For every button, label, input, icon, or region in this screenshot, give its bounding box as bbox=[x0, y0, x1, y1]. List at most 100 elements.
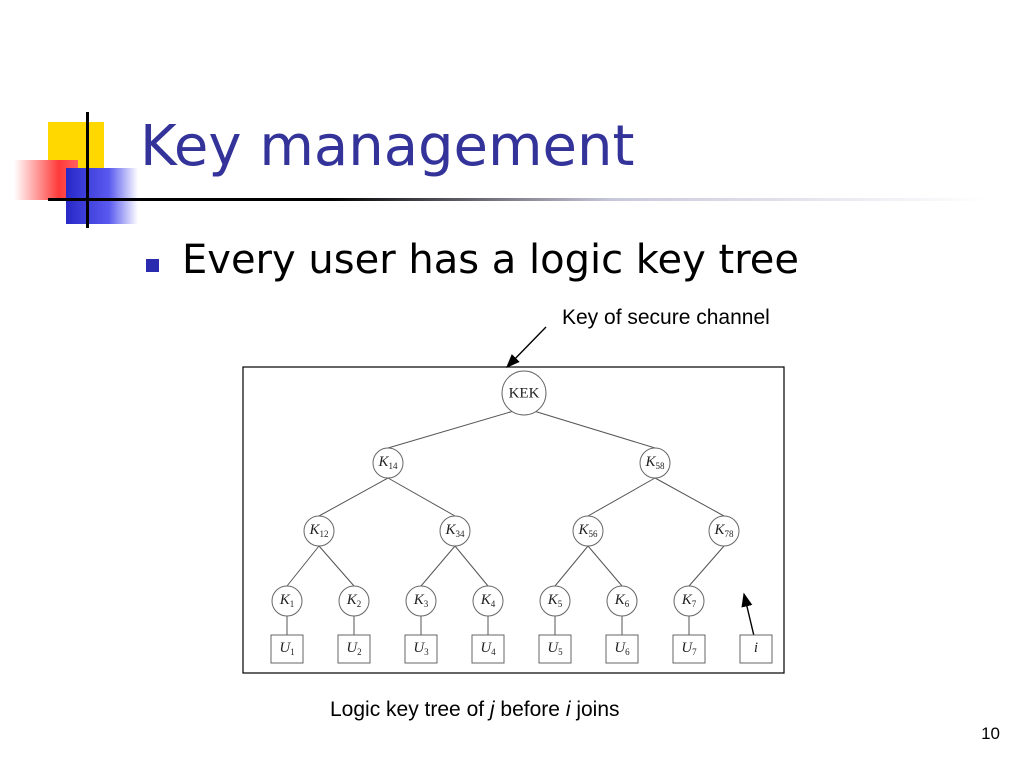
node-k7: K7 bbox=[673, 585, 705, 617]
user-u6-base: U bbox=[614, 640, 626, 656]
decor-vertical-line bbox=[86, 112, 89, 228]
user-u2-base: U bbox=[346, 640, 358, 656]
node-k4-base: K bbox=[480, 592, 492, 608]
user-i-label: i bbox=[754, 640, 758, 656]
node-k2-sub: 2 bbox=[357, 599, 362, 609]
node-k6-base: K bbox=[614, 592, 626, 608]
node-k1-circle bbox=[271, 585, 303, 617]
user-u6: U6 bbox=[605, 634, 639, 664]
bullet-square-icon bbox=[146, 259, 159, 272]
user-u7: U7 bbox=[672, 634, 706, 664]
node-k2-base: K bbox=[346, 592, 358, 608]
node-k56-sub: 56 bbox=[589, 529, 599, 539]
user-u1-base: U bbox=[279, 640, 291, 656]
node-k34: K34 bbox=[439, 515, 471, 547]
node-k5: K5 bbox=[539, 585, 571, 617]
node-k58-circle bbox=[639, 447, 671, 479]
node-k3: K3 bbox=[405, 585, 437, 617]
caption-i: i bbox=[565, 698, 571, 721]
node-k7-circle bbox=[673, 585, 705, 617]
user-u2-label: U2 bbox=[346, 640, 361, 657]
user-i-box bbox=[739, 634, 773, 664]
node-k12-base: K bbox=[308, 522, 320, 538]
node-k34-sub: 34 bbox=[456, 529, 466, 539]
edge-l2-l3-4 bbox=[554, 545, 589, 587]
user-u6-sub: 6 bbox=[625, 647, 630, 657]
node-k7-sub: 7 bbox=[692, 599, 697, 609]
node-k34-circle bbox=[439, 515, 471, 547]
edge-l2-l3-2 bbox=[420, 545, 456, 587]
node-k5-label: K5 bbox=[547, 592, 563, 609]
node-kek-circle bbox=[501, 370, 547, 416]
node-kek-label: KEK bbox=[509, 385, 540, 401]
node-k7-base: K bbox=[681, 592, 693, 608]
node-k3-label: K3 bbox=[413, 592, 429, 609]
slide-title: Key management bbox=[140, 114, 635, 179]
bullet-text: Every user has a logic key tree bbox=[182, 237, 799, 283]
node-k58-label: K58 bbox=[644, 454, 665, 471]
node-k7-label: K7 bbox=[681, 592, 697, 609]
node-k56-base: K bbox=[577, 522, 589, 538]
caption-part2: before bbox=[494, 698, 566, 721]
user-u6-box bbox=[605, 634, 639, 664]
user-u5-box bbox=[538, 634, 572, 664]
user-u1-sub: 1 bbox=[290, 647, 295, 657]
node-k56-circle bbox=[572, 515, 604, 547]
node-k14-base: K bbox=[377, 454, 389, 470]
node-k78-base: K bbox=[713, 522, 725, 538]
user-u1: U1 bbox=[270, 634, 304, 664]
node-k1: K1 bbox=[271, 585, 303, 617]
user-u3-sub: 3 bbox=[424, 647, 429, 657]
node-k14-circle bbox=[372, 447, 404, 479]
node-k6-label: K6 bbox=[614, 592, 630, 609]
user-u4: U4 bbox=[471, 634, 505, 664]
node-k12: K12 bbox=[303, 515, 335, 547]
edge-l1-l2-3 bbox=[654, 477, 725, 517]
edge-l1-l2-0 bbox=[318, 477, 389, 517]
user-u3-label: U3 bbox=[413, 640, 429, 657]
node-k6-circle bbox=[606, 585, 638, 617]
node-k1-base: K bbox=[279, 592, 291, 608]
node-k12-sub: 12 bbox=[320, 529, 329, 539]
node-k3-sub: 3 bbox=[424, 599, 429, 609]
node-k58-base: K bbox=[644, 454, 656, 470]
node-k34-label: K34 bbox=[444, 522, 465, 539]
node-k1-label: K1 bbox=[279, 592, 295, 609]
edge-l2-l3-0 bbox=[286, 545, 320, 587]
title-underline bbox=[48, 198, 988, 201]
user-u5-sub: 5 bbox=[558, 647, 563, 657]
user-u4-box bbox=[471, 634, 505, 664]
user-u4-sub: 4 bbox=[491, 647, 496, 657]
user-u1-box bbox=[270, 634, 304, 664]
node-k58: K58 bbox=[639, 447, 671, 479]
node-k3-base: K bbox=[413, 592, 425, 608]
user-u3: U3 bbox=[404, 634, 438, 664]
user-u7-sub: 7 bbox=[692, 647, 697, 657]
node-k14-sub: 14 bbox=[389, 461, 399, 471]
node-k6: K6 bbox=[606, 585, 638, 617]
node-k78: K78 bbox=[708, 515, 740, 547]
user-u2-sub: 2 bbox=[357, 647, 362, 657]
callout-arrow bbox=[506, 326, 547, 369]
user-u7-box bbox=[672, 634, 706, 664]
user-u4-label: U4 bbox=[480, 640, 496, 657]
node-k5-base: K bbox=[547, 592, 559, 608]
caption-part3: joins bbox=[570, 698, 620, 721]
edge-l1-l2-2 bbox=[587, 477, 656, 517]
edge-l2-l3-6 bbox=[688, 545, 725, 587]
user-u7-base: U bbox=[681, 640, 693, 656]
node-k6-sub: 6 bbox=[625, 599, 630, 609]
node-k4-circle bbox=[472, 585, 504, 617]
user-u5: U5 bbox=[538, 634, 572, 664]
node-k14: K14 bbox=[372, 447, 404, 479]
caption-part1: Logic key tree of bbox=[330, 698, 490, 721]
node-k2-circle bbox=[338, 585, 370, 617]
node-k5-sub: 5 bbox=[558, 599, 563, 609]
node-k3-circle bbox=[405, 585, 437, 617]
node-kek: KEK bbox=[501, 370, 547, 416]
node-k56: K56 bbox=[572, 515, 604, 547]
node-k12-circle bbox=[303, 515, 335, 547]
user-u5-base: U bbox=[547, 640, 559, 656]
edge-root-l1-0 bbox=[387, 407, 525, 449]
